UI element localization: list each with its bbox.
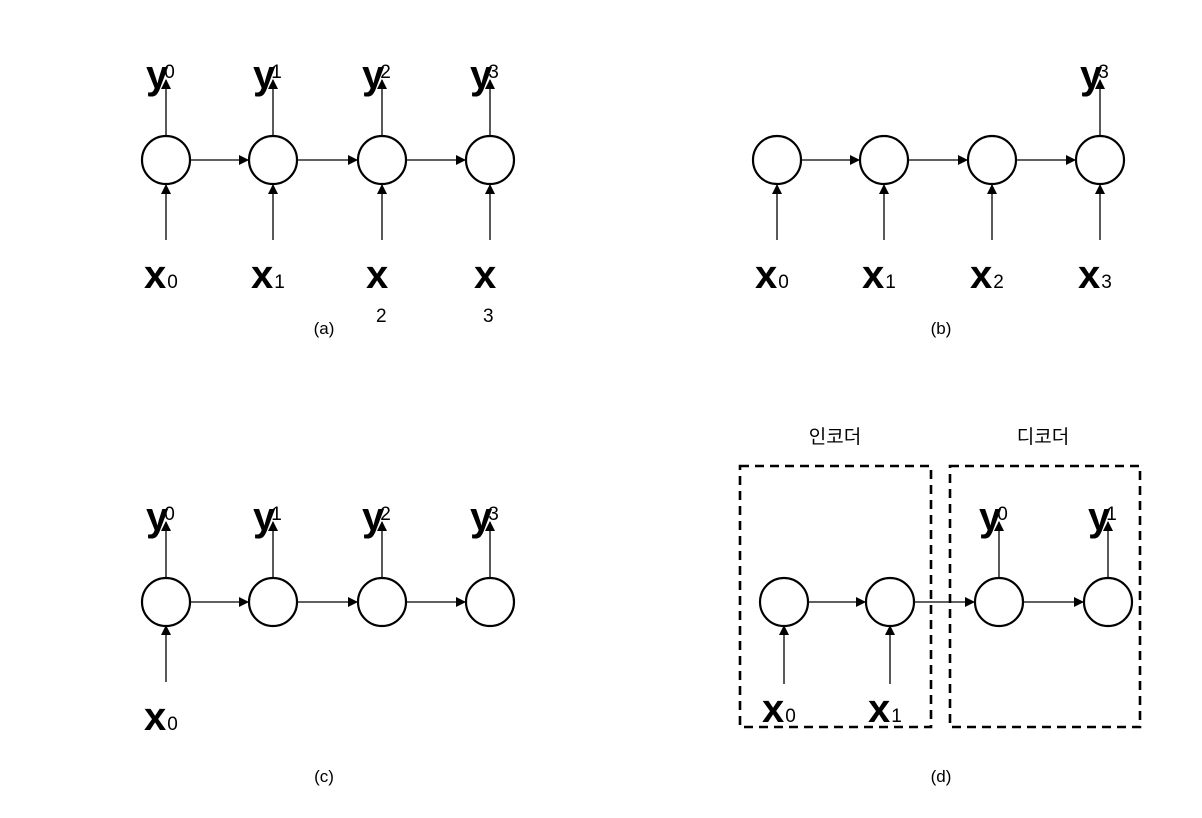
output-label: y2 [362, 495, 391, 539]
output-label: y0 [979, 495, 1008, 539]
encoder-cell [864, 576, 916, 628]
output-label: y2 [362, 53, 391, 97]
decoder-cell [973, 576, 1025, 628]
input-label: x [474, 253, 496, 297]
rnn-cell [247, 134, 299, 186]
rnn-cell [356, 576, 408, 628]
input-label: x0 [144, 695, 178, 739]
input-label: x1 [251, 253, 285, 297]
rnn-cell [966, 134, 1018, 186]
decoder-box [948, 464, 1142, 729]
input-label: x1 [862, 253, 896, 297]
input-label: x2 [970, 253, 1004, 297]
rnn-cell [140, 576, 192, 628]
encoder-box [738, 464, 933, 729]
rnn-cell [464, 134, 516, 186]
decoder-label: 디코더 [1017, 426, 1069, 448]
output-label: y3 [470, 495, 499, 539]
rnn-cell [751, 134, 803, 186]
panel-a: y0 y1 y2 y3 x0 x1 x 2 x 3 (a) [140, 53, 516, 338]
rnn-cell [464, 576, 516, 628]
input-label: x3 [1078, 253, 1112, 297]
input-label: x0 [144, 253, 178, 297]
input-label: x1 [868, 687, 902, 731]
output-label: y1 [253, 495, 282, 539]
output-label: y0 [146, 53, 175, 97]
panel-b: y3 x0 x1 x2 x3 (b) [751, 53, 1126, 338]
rnn-cell [247, 576, 299, 628]
output-label: y1 [1088, 495, 1117, 539]
panel-d: 인코더 디코더 y0 y1 x0 x1 (d) [738, 426, 1142, 786]
panel-caption: (a) [314, 319, 335, 338]
panel-caption: (b) [931, 319, 952, 338]
rnn-cell [1074, 134, 1126, 186]
input-label: x0 [762, 687, 796, 731]
output-label: y1 [253, 53, 282, 97]
encoder-cell [758, 576, 810, 628]
input-label: x [366, 253, 388, 297]
encoder-label: 인코더 [809, 426, 861, 448]
decoder-cell [1082, 576, 1134, 628]
input-subscript: 2 [376, 306, 387, 327]
rnn-cell [858, 134, 910, 186]
panel-caption: (c) [314, 767, 334, 786]
input-subscript: 3 [483, 306, 494, 327]
input-label: x0 [755, 253, 789, 297]
rnn-cell [140, 134, 192, 186]
output-label: y3 [470, 53, 499, 97]
panel-c: y0 y1 y2 y3 x0 (c) [140, 495, 516, 786]
output-label: y3 [1080, 53, 1109, 97]
rnn-cell [356, 134, 408, 186]
panel-caption: (d) [931, 767, 952, 786]
output-label: y0 [146, 495, 175, 539]
